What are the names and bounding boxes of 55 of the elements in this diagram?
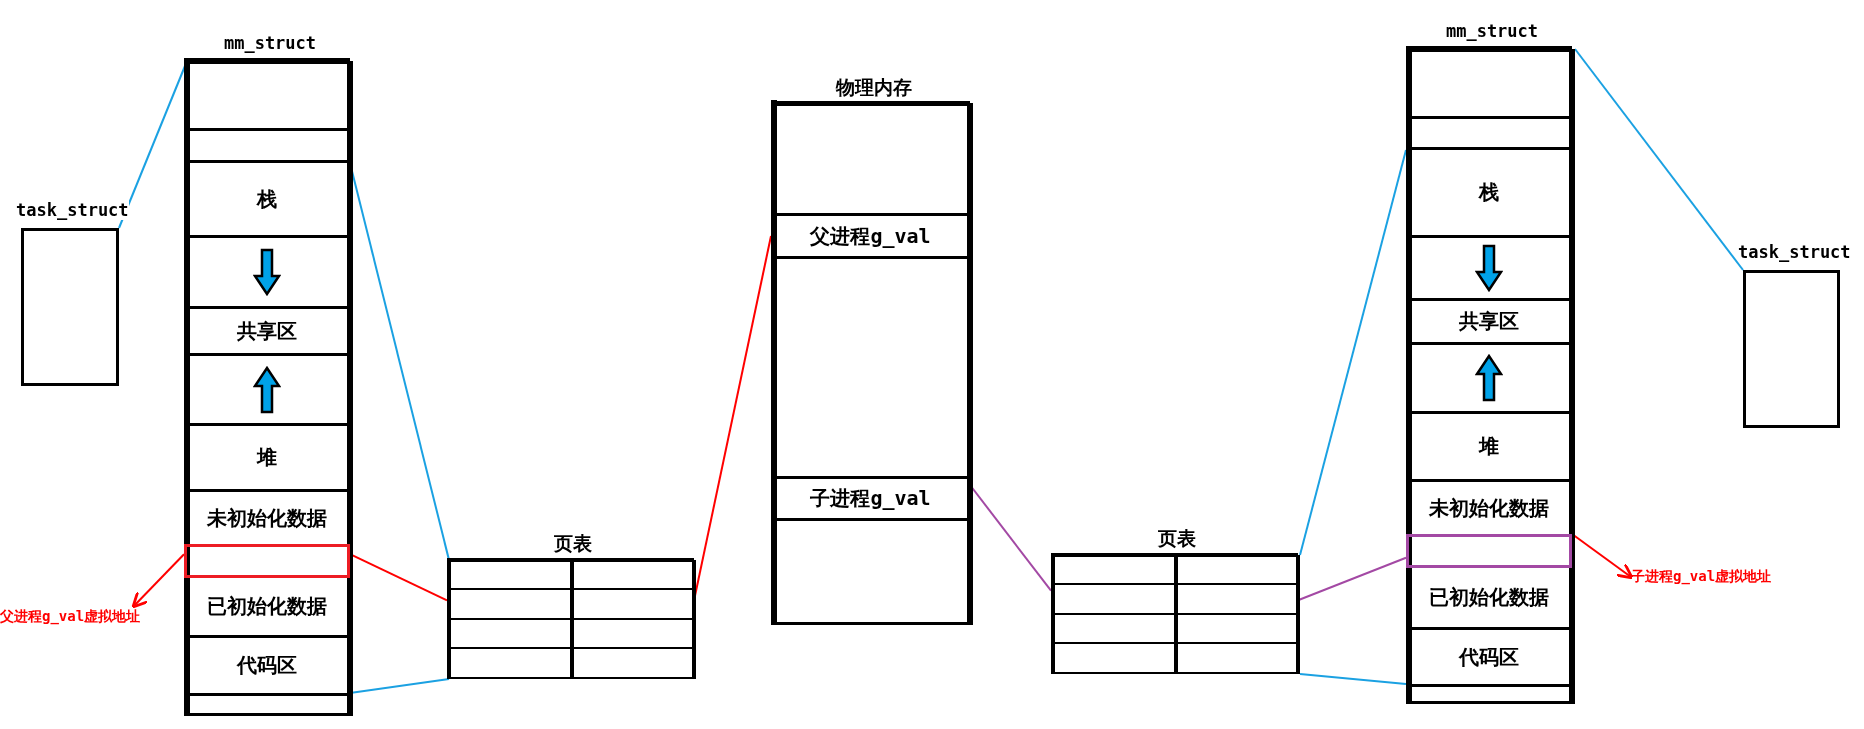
table-cell bbox=[1176, 612, 1298, 645]
memory-segment: 父进程g_val bbox=[771, 213, 970, 259]
memory-segment bbox=[184, 693, 350, 716]
memory-segment: 已初始化数据 bbox=[1406, 565, 1572, 630]
heading: task_struct bbox=[1738, 242, 1851, 262]
heading: task_struct bbox=[16, 200, 129, 220]
memory-segment: 代码区 bbox=[184, 635, 350, 696]
table-cell bbox=[447, 587, 572, 620]
table-cell bbox=[572, 587, 694, 620]
memory-segment bbox=[1406, 46, 1572, 119]
table-cell bbox=[1176, 553, 1298, 585]
annotation-text: 子进程g_val虚拟地址 bbox=[1631, 566, 1807, 588]
leader-arrow bbox=[131, 553, 185, 609]
memory-segment: 未初始化数据 bbox=[184, 489, 350, 547]
memory-segment bbox=[1406, 684, 1572, 704]
memory-segment bbox=[1406, 534, 1572, 568]
table-cell bbox=[572, 558, 694, 590]
table-cell bbox=[572, 617, 694, 650]
table-cell bbox=[1051, 642, 1176, 674]
memory-segment: 未初始化数据 bbox=[1406, 479, 1572, 537]
table-cell bbox=[447, 617, 572, 650]
memory-segment bbox=[771, 100, 970, 216]
memory-segment bbox=[1406, 116, 1572, 150]
table-cell bbox=[1051, 612, 1176, 645]
memory-segment: 共享区 bbox=[184, 306, 350, 356]
memory-segment: 共享区 bbox=[1406, 298, 1572, 345]
memory-segment bbox=[771, 256, 970, 479]
table-cell bbox=[1176, 582, 1298, 615]
memory-segment: 堆 bbox=[184, 423, 350, 492]
connector-line bbox=[1297, 556, 1407, 602]
memory-segment bbox=[1406, 342, 1572, 414]
table-cell bbox=[1176, 642, 1298, 674]
memory-segment bbox=[1406, 235, 1572, 301]
memory-segment: 子进程g_val bbox=[771, 476, 970, 521]
memory-segment bbox=[184, 235, 350, 309]
connector-line bbox=[1299, 673, 1407, 685]
memory-segment bbox=[184, 353, 350, 426]
memory-segment: 已初始化数据 bbox=[184, 575, 350, 638]
table-cell bbox=[447, 558, 572, 590]
table-cell bbox=[1051, 553, 1176, 585]
memory-segment: 栈 bbox=[1406, 147, 1572, 238]
annotation-text: 父进程g_val虚拟地址 bbox=[0, 606, 186, 628]
memory-segment: 代码区 bbox=[1406, 627, 1572, 687]
heading: 物理内存 bbox=[777, 75, 970, 101]
memory-segment: 栈 bbox=[184, 160, 350, 238]
table-cell bbox=[447, 647, 572, 679]
table-cell bbox=[1051, 582, 1176, 615]
memory-segment bbox=[771, 518, 970, 625]
table-cell bbox=[572, 647, 694, 679]
memory-segment bbox=[184, 128, 350, 163]
memory-segment: 堆 bbox=[1406, 411, 1572, 482]
connector-line bbox=[1299, 149, 1407, 556]
connector-line bbox=[1574, 48, 1744, 271]
memory-segment bbox=[184, 544, 350, 578]
memory-segment bbox=[184, 58, 350, 131]
